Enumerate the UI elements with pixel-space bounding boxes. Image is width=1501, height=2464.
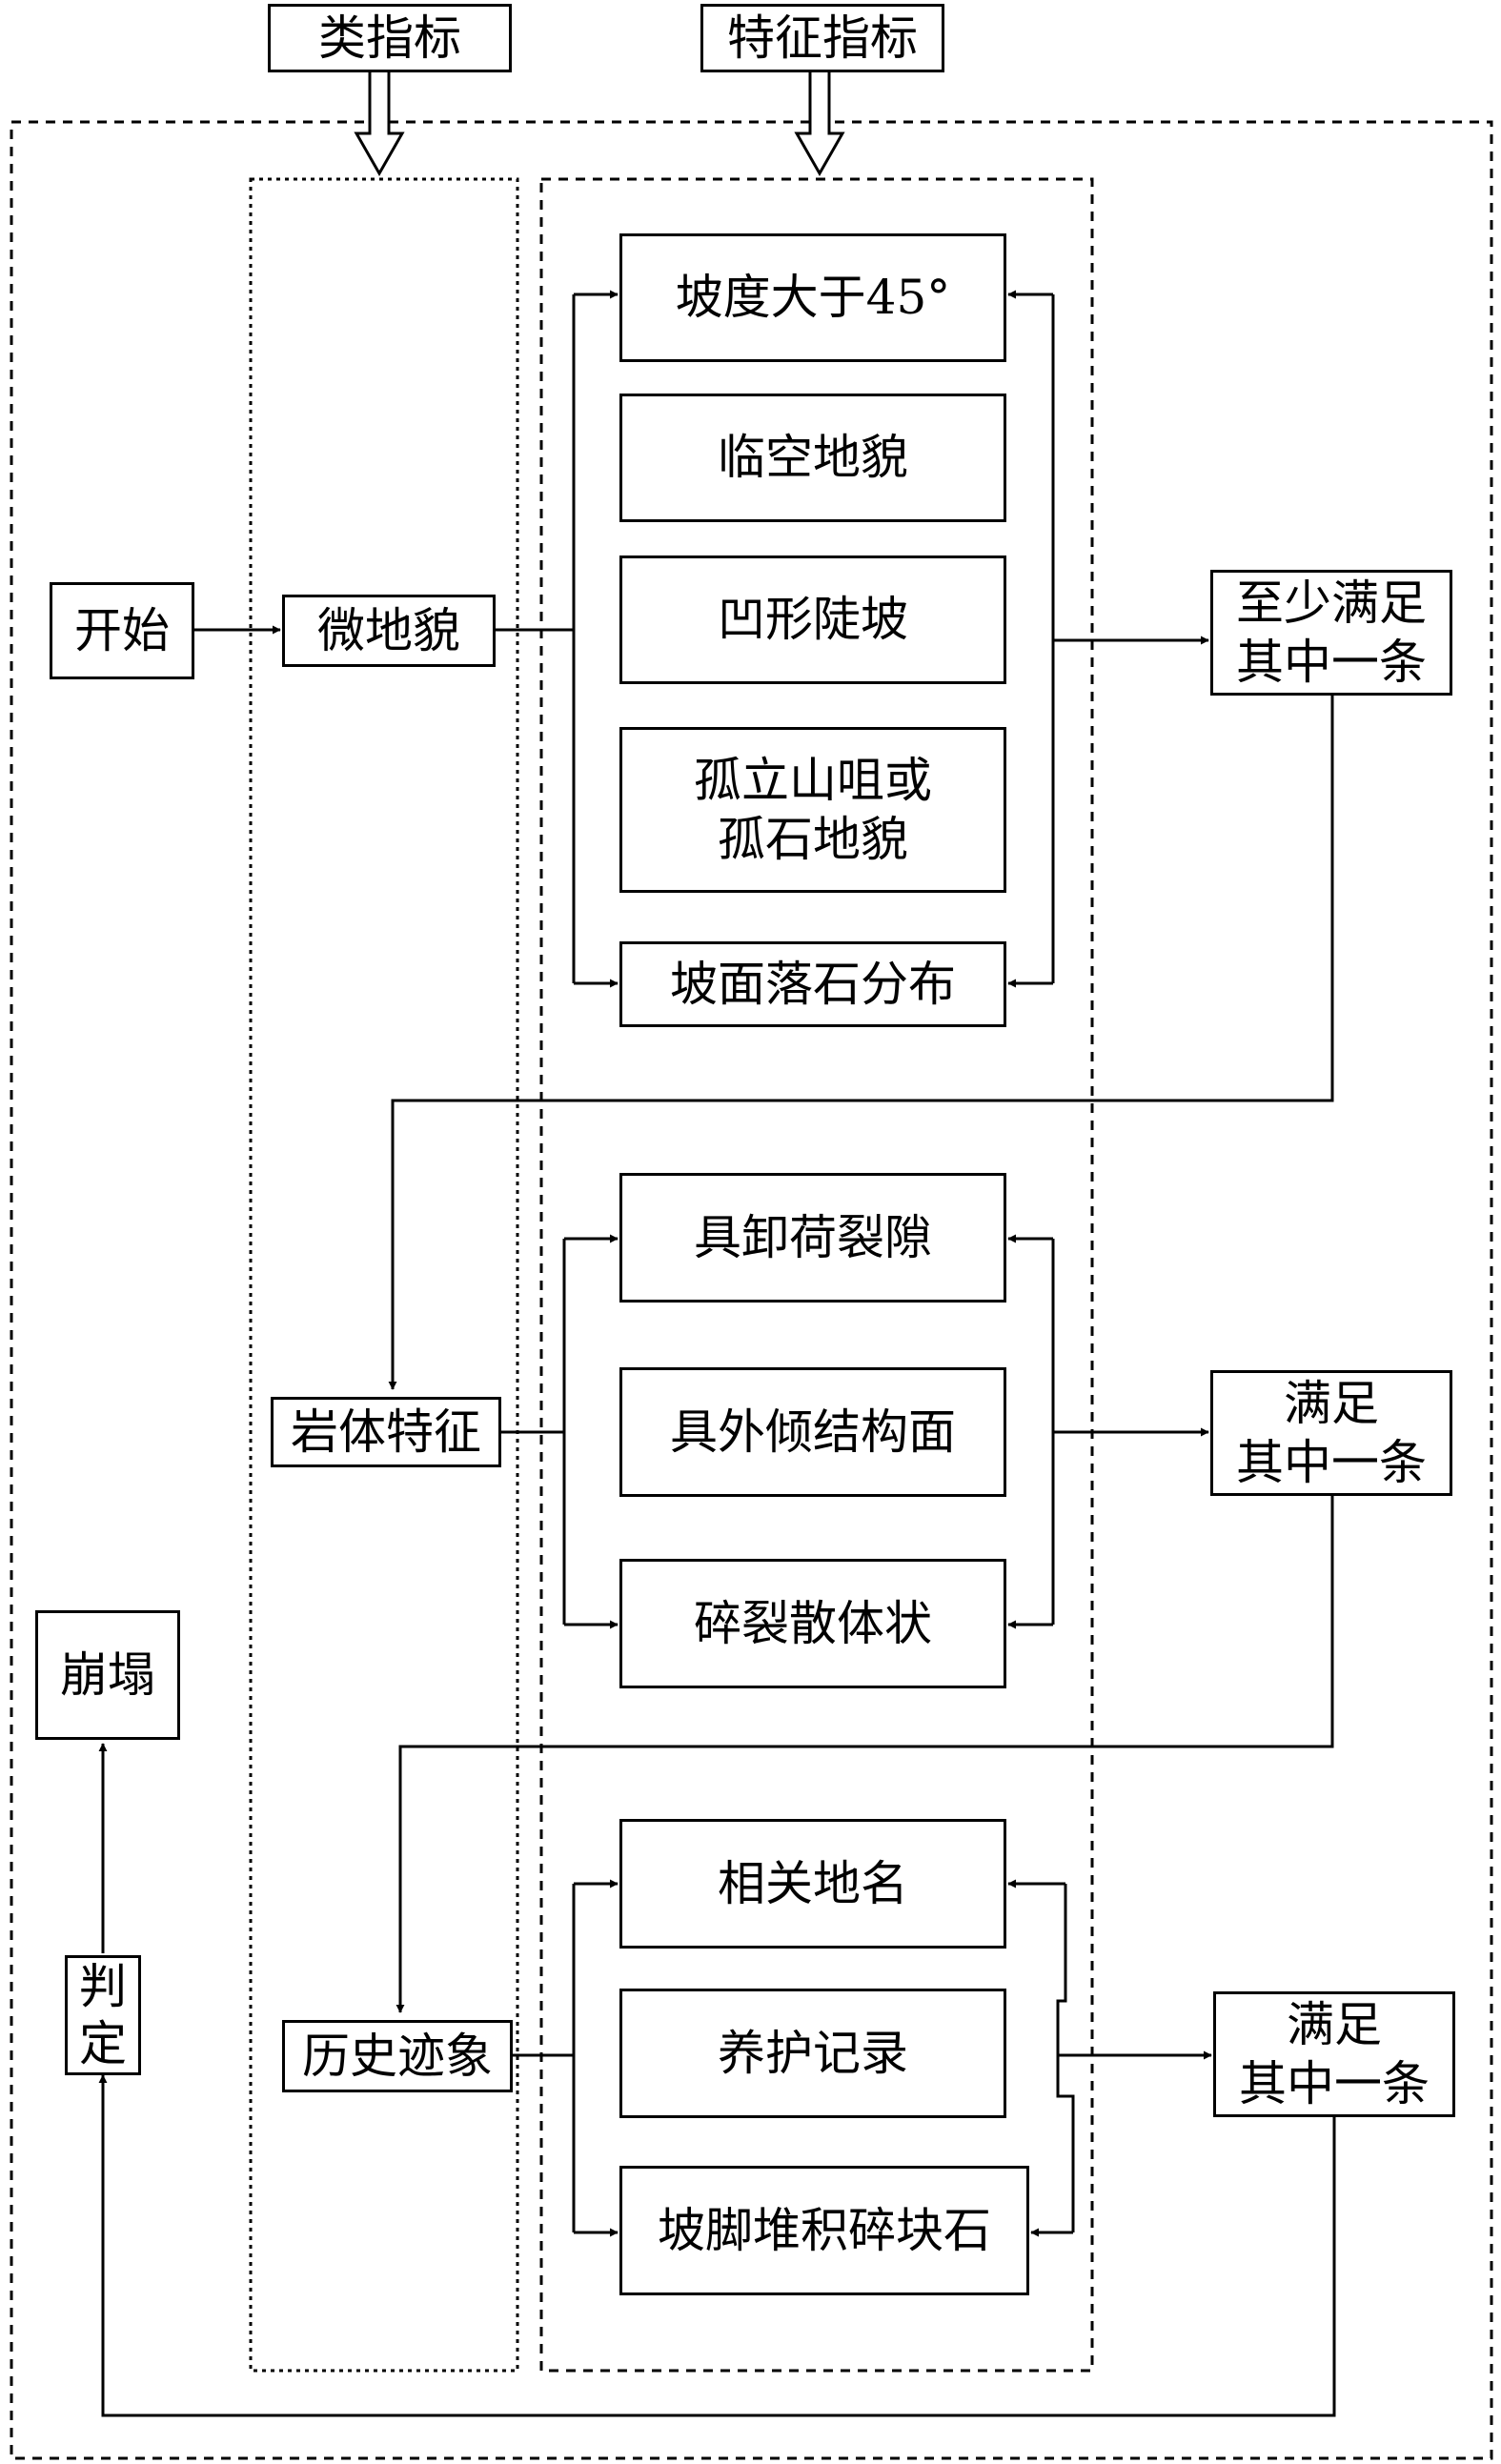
feature-indicator-header: 特征指标 bbox=[700, 4, 944, 72]
arrow-condition2-to-history bbox=[396, 1496, 1334, 2013]
feature-header-hollow-arrow bbox=[794, 71, 845, 177]
category-rock-mass: 岩体特征 bbox=[271, 1397, 501, 1467]
category-historical-traces: 历史迹象 bbox=[282, 2020, 513, 2092]
category-indicator-header: 类指标 bbox=[268, 4, 512, 72]
feature-column-frame bbox=[539, 177, 1094, 2373]
feature-slope-rockfall-distribution: 坡面落石分布 bbox=[619, 941, 1006, 1027]
history-right-bracket bbox=[1056, 1884, 1075, 2232]
feature-free-face-landform: 临空地貌 bbox=[619, 394, 1006, 522]
collapse-result: 崩塌 bbox=[35, 1610, 180, 1740]
arrow-condition3-to-judge bbox=[98, 2074, 1336, 2417]
feature-slope-over-45: 坡度大于45° bbox=[619, 233, 1006, 362]
feature-cataclastic-loose: 碎裂散体状 bbox=[619, 1559, 1006, 1688]
start-node: 开始 bbox=[50, 582, 194, 679]
feature-slope-toe-debris: 坡脚堆积碎块石 bbox=[619, 2166, 1029, 2295]
arrow-condition1-to-rock bbox=[388, 696, 1334, 1390]
condition-micro-landform: 至少满足 其中一条 bbox=[1210, 570, 1452, 696]
condition-historical-traces: 满足 其中一条 bbox=[1213, 1991, 1455, 2117]
condition-rock-mass: 满足 其中一条 bbox=[1210, 1370, 1452, 1496]
outer-dashed-frame bbox=[10, 120, 1493, 2460]
category-micro-landform: 微地貌 bbox=[282, 595, 496, 667]
feature-concave-steep-slope: 凹形陡坡 bbox=[619, 555, 1006, 684]
judge-node: 判 定 bbox=[65, 1955, 141, 2075]
feature-unloading-fissures: 具卸荷裂隙 bbox=[619, 1173, 1006, 1303]
category-header-hollow-arrow bbox=[354, 71, 405, 177]
feature-outward-dipping-structural-plane: 具外倾结构面 bbox=[619, 1367, 1006, 1497]
feature-maintenance-records: 养护记录 bbox=[619, 1989, 1006, 2118]
feature-isolated-spur-or-boulder: 孤立山咀或 孤石地貌 bbox=[619, 727, 1006, 893]
feature-related-place-names: 相关地名 bbox=[619, 1819, 1006, 1949]
category-column-frame bbox=[249, 177, 519, 2373]
